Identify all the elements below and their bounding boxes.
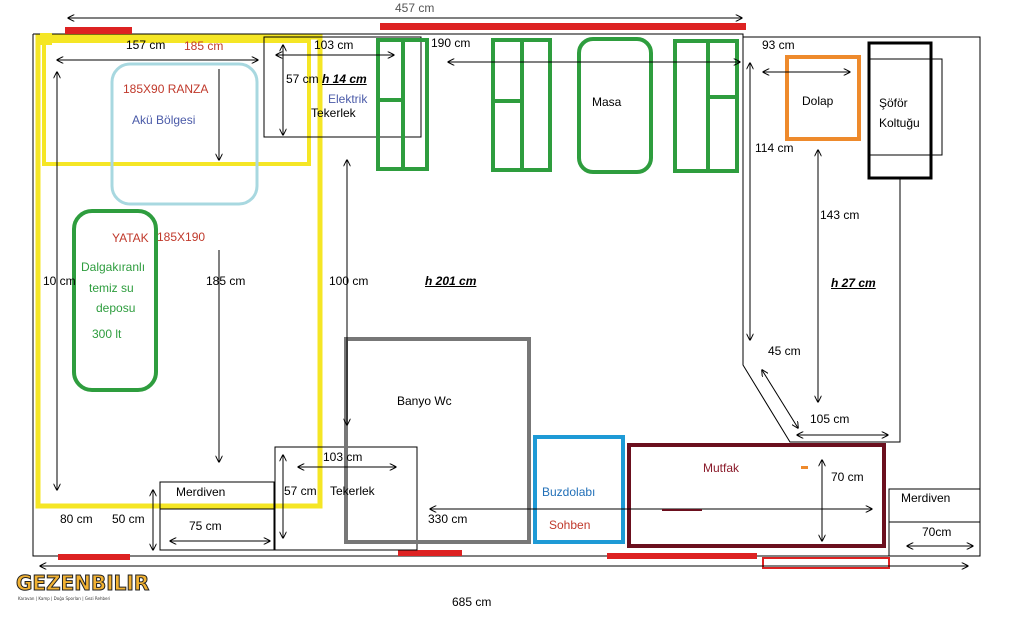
gezenbilir-logo: GEZENBILIR Karavan | Kamp | Doğa Sporlar… [15,571,149,607]
dim-70-kitchen: 70 cm [831,470,864,484]
stairs-left-label: Merdiven [176,485,226,499]
dim-57-top: 57 cm [286,72,319,86]
dim-75: 75 cm [189,519,222,533]
height-27: h 27 cm [831,276,876,290]
dim-100: 100 cm [329,274,369,288]
wheel-top-label: Tekerlek [311,106,356,120]
dim-105: 105 cm [810,412,850,426]
cab-partition [742,37,901,443]
fridge-label: Buzdolabı [542,485,596,499]
bathroom [344,337,531,544]
dim-185-top: 185 cm [184,39,224,53]
dim-45: 45 cm [768,344,801,358]
battery-label: Akü Bölgesi [132,113,196,127]
dim-103-bottom: 103 cm [323,450,363,464]
bottom-total-dimension: 685 cm [452,595,492,609]
dim-185-mid: 185 cm [206,274,246,288]
dinette-seats [376,37,739,174]
water-tank [72,209,158,392]
tank-label-2: temiz su [89,281,134,295]
dim-157: 157 cm [126,38,166,52]
floor-outline [32,33,981,557]
window-top-right [380,23,746,30]
dim-330: 330 cm [428,512,468,526]
window-bottom-mid [398,550,462,556]
dim-190: 190 cm [431,36,471,50]
driver-seat-label-2: Koltuğu [879,116,920,130]
window-top-left [65,27,132,34]
wardrobe-label: Dolap [802,94,834,108]
wheel-well-top [263,36,422,138]
kitchen-mark [801,466,808,469]
heater-label: Sohben [549,518,591,532]
driver-seat-label-1: Şöför [879,96,908,110]
tank-label-1: Dalgakıranlı [81,260,146,274]
bed-corner-dot [40,33,52,45]
electric-label: Elektrik [328,92,368,106]
dim-50: 50 cm [112,512,145,526]
logo-wordmark: GEZENBILIR [15,571,150,596]
driver-seat [867,41,933,180]
window-bottom-right [607,553,757,559]
bathroom-label: Banyo Wc [397,394,452,408]
dim-70-stairs: 70cm [922,525,952,539]
dim-114: 114 cm [755,141,794,155]
dim-143: 143 cm [820,208,860,222]
bunk-upper [42,39,311,166]
dimension-lines [40,18,973,566]
battery-area [110,62,259,206]
window-bottom-left [58,554,130,560]
height-201: h 201 cm [425,274,477,288]
bunk-label: 185X90 RANZA [123,82,209,96]
stairs-left [159,481,275,551]
wardrobe [785,55,861,141]
top-total-dimension: 457 cm [395,1,435,15]
driver-seat-back [868,58,943,156]
dim-80: 80 cm [60,512,93,526]
fridge [533,435,625,544]
table-label: Masa [592,95,622,109]
stairs-right-label: Merdiven [901,491,951,505]
dim-93: 93 cm [762,38,795,52]
tank-capacity: 300 lt [92,327,122,341]
dim-57-bottom: 57 cm [284,484,317,498]
bed-outer [35,34,323,509]
bed-size: 185X190 [157,230,206,244]
tank-label-3: deposu [96,301,136,315]
kitchen-blank [633,510,760,542]
height-14: h 14 cm [322,72,367,86]
dim-103-top: 103 cm [314,38,354,52]
dim-10: 10 cm [43,274,76,288]
bed-label: YATAK [112,231,149,245]
wheel-bottom-label: Tekerlek [330,484,375,498]
kitchen-label: Mutfak [703,461,740,475]
logo-tagline: Karavan | Kamp | Doğa Sporları | Gezi Re… [18,596,111,601]
kitchen [627,443,886,548]
